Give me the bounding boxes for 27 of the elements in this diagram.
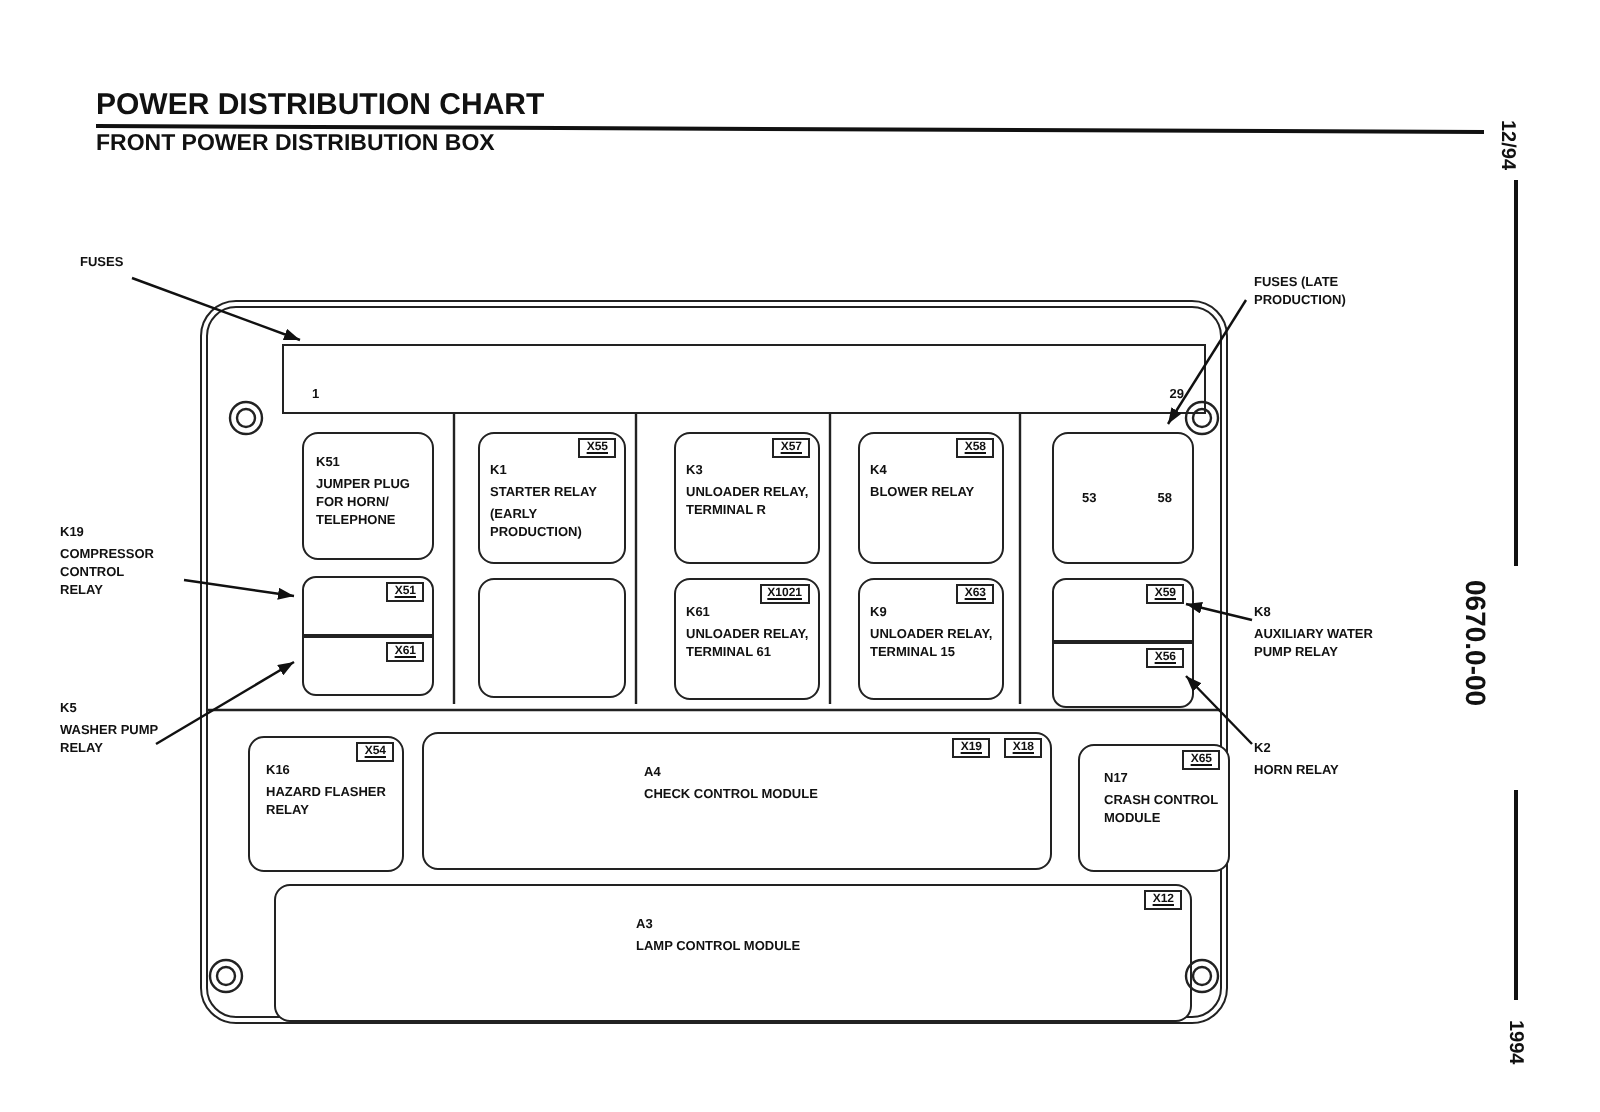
relay-socket — [1078, 744, 1230, 872]
date-label: 12/94 — [1496, 120, 1518, 171]
relay-socket — [478, 578, 626, 698]
leader-line — [1167, 299, 1247, 425]
relay-socket — [1052, 642, 1194, 708]
module-socket — [422, 732, 1052, 870]
page-code: 0670.0-00 — [1460, 580, 1492, 707]
date-label: 1994 — [1504, 1020, 1526, 1065]
relay-socket — [302, 636, 434, 696]
fuse-box-housing — [200, 300, 1228, 1024]
relay-socket — [674, 578, 820, 700]
chart-title: POWER DISTRIBUTION CHART — [96, 88, 545, 122]
relay-socket — [1052, 578, 1194, 642]
relay-socket — [858, 578, 1004, 700]
leader-line — [1185, 675, 1253, 745]
subtitle: FRONT POWER DISTRIBUTION BOX — [96, 132, 495, 156]
relay-socket — [858, 432, 1004, 564]
fuse-strip — [282, 344, 1206, 414]
module-socket — [274, 884, 1192, 1022]
relay-socket — [302, 576, 434, 636]
leader-line — [155, 660, 295, 746]
relay-socket — [248, 736, 404, 872]
relay-socket — [302, 432, 434, 560]
relay-socket — [674, 432, 820, 564]
relay-socket — [478, 432, 626, 564]
leader-line — [131, 276, 301, 342]
relay-socket — [1052, 432, 1194, 564]
